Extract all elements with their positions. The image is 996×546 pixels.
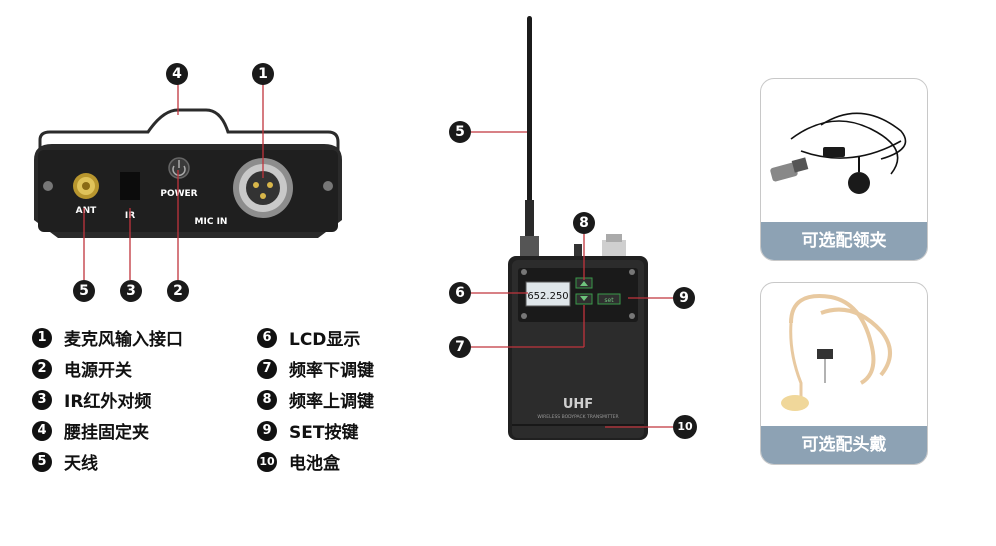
legend-number: 9	[257, 420, 277, 441]
legend-number: 3	[32, 389, 52, 410]
callout-badge-5-antenna: 5	[449, 121, 471, 143]
legend-item: 6 LCD显示	[257, 322, 374, 353]
legend-text: 频率下调键	[289, 361, 374, 381]
legend-text: 频率上调键	[289, 392, 374, 412]
right-callout-lines	[471, 131, 673, 428]
callout-badge-7: 7	[449, 336, 471, 358]
callout-badge-1: 1	[252, 63, 274, 85]
callout-badge-2: 2	[167, 280, 189, 302]
bodypack-transmitter-illustration: 652.250 set UHF WIRELESS BODYPACK TRANSM…	[508, 16, 648, 440]
legend-item: 1 麦克风输入接口	[32, 322, 183, 353]
legend-number: 7	[257, 358, 277, 379]
legend-text: SET按键	[289, 423, 359, 443]
legend-number: 10	[257, 451, 277, 472]
headset-mic-image	[781, 294, 892, 411]
callout-badge-10: 10	[673, 415, 697, 439]
legend-number: 8	[257, 389, 277, 410]
accessory-card-lavalier: 可选配领夹	[760, 78, 928, 261]
ant-label: ANT	[76, 206, 97, 216]
legend-item: 7 频率下调键	[257, 353, 374, 384]
accessory-caption: 可选配领夹	[761, 222, 927, 260]
legend-right: 6 LCD显示 7 频率下调键 8 频率上调键 9 SET按键 10 电池盒	[257, 322, 374, 477]
legend-text: LCD显示	[289, 330, 361, 350]
legend-item: 10 电池盒	[257, 446, 374, 477]
legend-text: 麦克风输入接口	[64, 330, 183, 350]
legend-left: 1 麦克风输入接口 2 电源开关 3 IR红外对频 4 腰挂固定夹 5 天线	[32, 322, 183, 477]
legend-number: 4	[32, 420, 52, 441]
legend-text: 电池盒	[289, 454, 340, 474]
power-label: POWER	[160, 189, 197, 199]
legend-number: 1	[32, 327, 52, 348]
legend-number: 5	[32, 451, 52, 472]
callout-badge-4: 4	[166, 63, 188, 85]
legend-text: 腰挂固定夹	[64, 423, 149, 443]
legend-text: 电源开关	[64, 361, 132, 381]
legend-number: 6	[257, 327, 277, 348]
legend-number: 2	[32, 358, 52, 379]
brand-label: UHF	[563, 397, 593, 412]
callout-badge-5: 5	[73, 280, 95, 302]
legend-text: IR红外对频	[64, 392, 152, 412]
lcd-readout: 652.250	[527, 291, 568, 302]
set-button-label: set	[604, 297, 614, 304]
callout-badge-3: 3	[120, 280, 142, 302]
legend-item: 2 电源开关	[32, 353, 183, 384]
callout-badge-8: 8	[573, 212, 595, 234]
legend-item: 5 天线	[32, 446, 183, 477]
callout-badge-9: 9	[673, 287, 695, 309]
mic-in-label: MIC IN	[195, 217, 228, 227]
legend-item: 3 IR红外对频	[32, 384, 183, 415]
receiver-panel-illustration: ANT IR POWER MIC IN	[34, 108, 342, 238]
left-callout-lines	[83, 84, 264, 280]
legend-item: 4 腰挂固定夹	[32, 415, 183, 446]
accessory-caption: 可选配头戴	[761, 426, 927, 464]
legend-item: 8 频率上调键	[257, 384, 374, 415]
legend-text: 天线	[64, 454, 98, 474]
callout-badge-6: 6	[449, 282, 471, 304]
accessory-card-headset: 可选配头戴	[760, 282, 928, 465]
brand-subtitle: WIRELESS BODYPACK TRANSMITTER	[537, 414, 618, 420]
legend-item: 9 SET按键	[257, 415, 374, 446]
lavalier-mic-image	[770, 112, 907, 194]
